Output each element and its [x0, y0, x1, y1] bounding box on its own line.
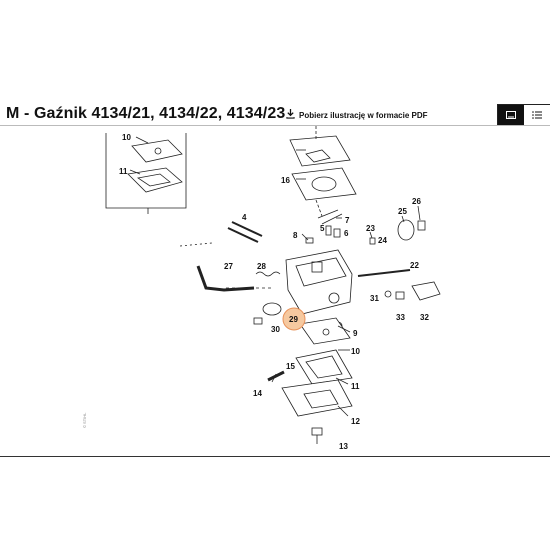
part-label[interactable]: 31 [370, 294, 379, 303]
part-label[interactable]: 30 [271, 325, 280, 334]
part-label[interactable]: 15 [286, 362, 295, 371]
highlight-marker[interactable] [282, 307, 306, 331]
download-pdf-label: Pobierz ilustrację w formacie PDF [299, 110, 428, 120]
part-label[interactable]: 10 [351, 347, 360, 356]
part-label[interactable]: 12 [351, 417, 360, 426]
part-label[interactable]: 9 [353, 329, 358, 338]
part-label[interactable]: 5 [320, 224, 325, 233]
part-label[interactable]: 22 [410, 261, 419, 270]
part-label[interactable]: 4 [242, 213, 247, 222]
page-title: M - Gaźnik 4134/21, 4134/22, 4134/23 [6, 105, 286, 122]
list-view-icon [532, 106, 542, 124]
part-label-highlighted[interactable]: 29 [289, 315, 298, 324]
part-label[interactable]: 16 [281, 176, 290, 185]
part-label[interactable]: 26 [412, 197, 421, 206]
part-label[interactable]: 24 [378, 236, 387, 245]
part-label[interactable]: 10 [122, 133, 131, 142]
carburetor-drawing: 10 11 7 16 26 25 23 24 5 6 8 4 27 28 22 … [105, 126, 441, 451]
part-label[interactable]: 13 [339, 442, 348, 451]
part-label[interactable]: 33 [396, 313, 405, 322]
part-label[interactable]: 6 [344, 229, 349, 238]
exploded-parts-diagram: 10 11 7 16 26 25 23 24 5 6 8 4 27 28 22 … [0, 125, 550, 457]
view-toggle [497, 104, 550, 126]
part-label[interactable]: 11 [119, 167, 128, 176]
part-label[interactable]: 32 [420, 313, 429, 322]
copyright-note: © STIHL [82, 412, 87, 428]
part-label[interactable]: 7 [345, 216, 350, 225]
download-icon [286, 109, 295, 121]
part-label[interactable]: 14 [253, 389, 262, 398]
part-label[interactable]: 11 [351, 382, 360, 391]
part-label[interactable]: 8 [293, 231, 298, 240]
image-view-button[interactable] [498, 105, 524, 125]
part-label[interactable]: 23 [366, 224, 375, 233]
part-label[interactable]: 25 [398, 207, 407, 216]
part-labels: 10 11 7 16 26 25 23 24 5 6 8 4 27 28 22 … [119, 133, 429, 451]
part-label[interactable]: 28 [257, 262, 266, 271]
list-view-button[interactable] [524, 105, 550, 125]
download-pdf-link[interactable]: Pobierz ilustrację w formacie PDF [286, 109, 427, 121]
image-view-icon [506, 106, 516, 124]
part-label[interactable]: 27 [224, 262, 233, 271]
